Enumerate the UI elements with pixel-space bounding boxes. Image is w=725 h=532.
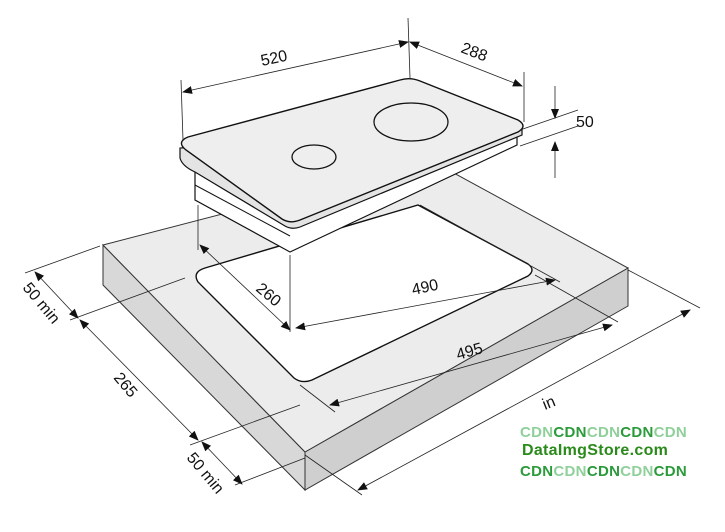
hob [179,78,524,253]
dim-margin-front: 50 min [183,450,227,498]
dim-cutout-width: 490 [410,277,440,299]
dim-countertop-cutout-width: 495 [454,340,484,364]
dim-countertop-depth: 265 [110,370,140,401]
dim-hob-depth: 288 [459,40,490,65]
dim-hob-width: 520 [259,48,289,70]
dim-bottom-partial: in [540,393,558,413]
watermark-line-3: CDNCDNCDNCDNCDN [520,463,688,480]
dimension-lines [24,17,701,496]
dim-margin-back: 50 min [19,280,63,328]
small-burner [291,144,337,170]
large-burner [373,102,449,142]
watermark-line-1: CDNCDNCDNCDNCDN [520,424,688,441]
watermark-line-2: DataImgStore.com [522,442,669,459]
dim-hob-height: 50 [576,114,594,131]
